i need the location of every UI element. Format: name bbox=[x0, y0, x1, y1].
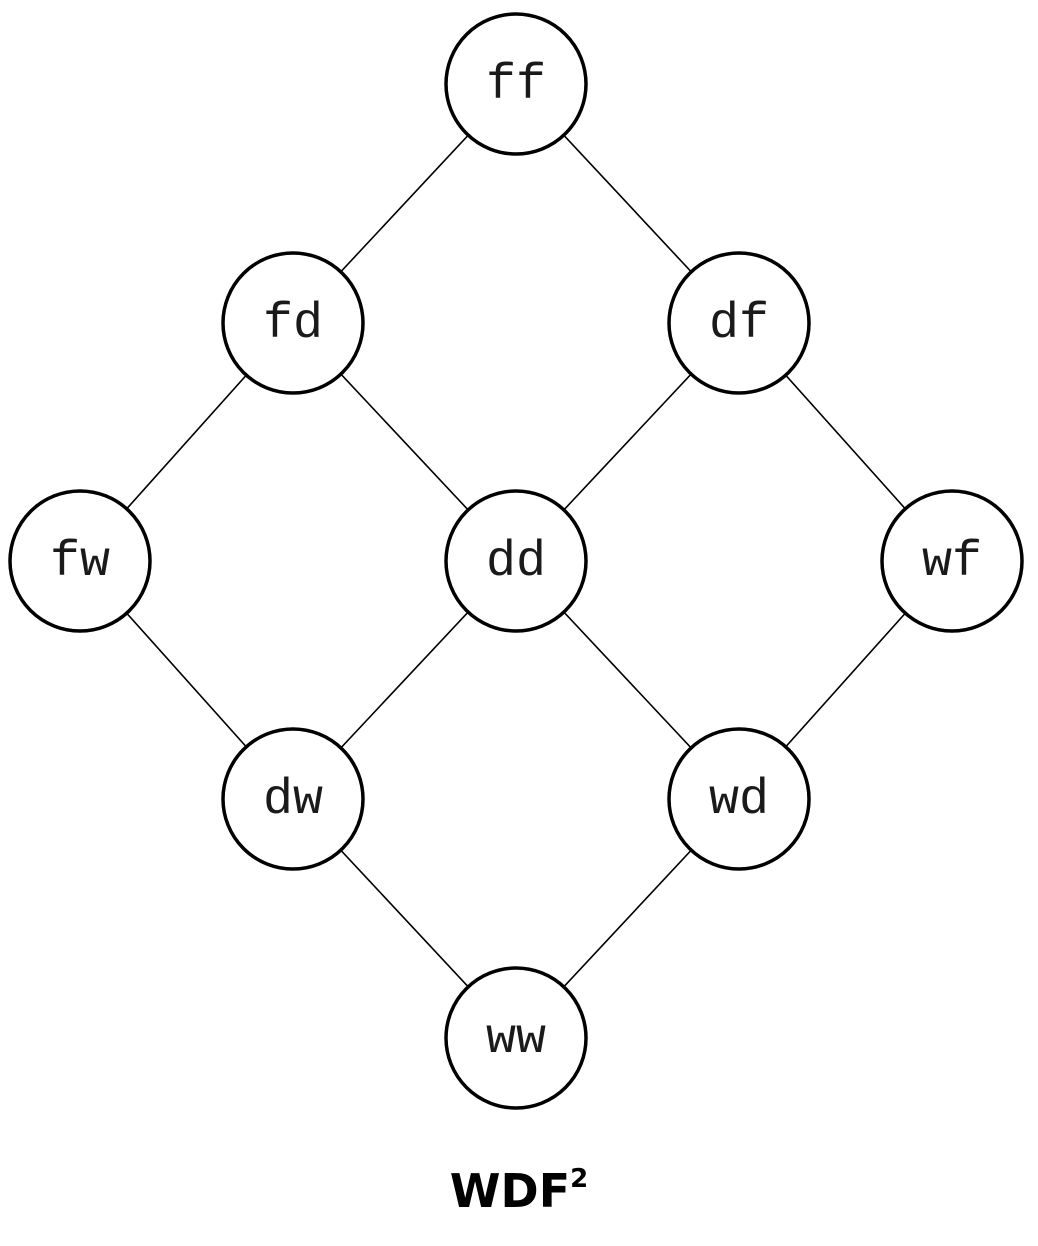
node-label-wf: wf bbox=[922, 534, 982, 591]
node-label-ww: ww bbox=[486, 1011, 546, 1068]
node-ff: ff bbox=[444, 12, 588, 156]
node-df: df bbox=[667, 251, 811, 395]
node-label-fw: fw bbox=[50, 534, 110, 591]
node-circle-dw bbox=[221, 727, 365, 871]
caption-main: WDF bbox=[449, 1164, 571, 1218]
node-dw: dw bbox=[221, 727, 365, 871]
node-wd: wd bbox=[667, 727, 811, 871]
node-label-dd: dd bbox=[486, 534, 546, 591]
node-circle-fd bbox=[221, 251, 365, 395]
node-circle-ff bbox=[444, 12, 588, 156]
node-circle-df bbox=[667, 251, 811, 395]
nodes-layer: ff fd df fw dd wf dw wd ww bbox=[8, 12, 1024, 1110]
node-circle-fw bbox=[8, 489, 152, 633]
node-circle-wd bbox=[667, 727, 811, 871]
node-circle-wf bbox=[880, 489, 1024, 633]
diagram-caption: WDF2 bbox=[0, 1166, 1038, 1214]
node-ww: ww bbox=[444, 966, 588, 1110]
node-label-fd: fd bbox=[263, 296, 323, 353]
node-label-ff: ff bbox=[486, 57, 546, 114]
node-fd: fd bbox=[221, 251, 365, 395]
node-label-wd: wd bbox=[709, 772, 769, 829]
node-fw: fw bbox=[8, 489, 152, 633]
node-label-df: df bbox=[709, 296, 769, 353]
node-dd: dd bbox=[444, 489, 588, 633]
node-label-dw: dw bbox=[263, 772, 323, 829]
caption-superscript: 2 bbox=[570, 1163, 589, 1194]
node-wf: wf bbox=[880, 489, 1024, 633]
node-circle-ww bbox=[444, 966, 588, 1110]
node-circle-dd bbox=[444, 489, 588, 633]
